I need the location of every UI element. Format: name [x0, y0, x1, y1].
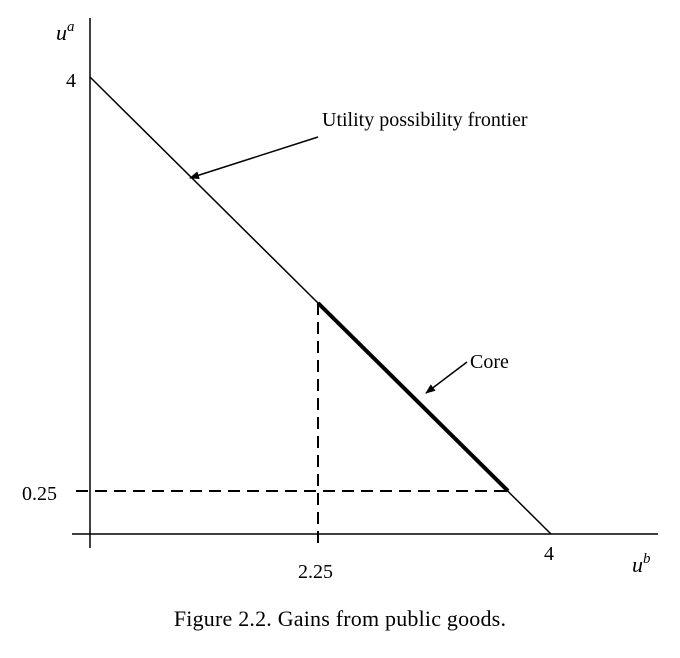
core-arrow [425, 361, 468, 394]
figure-caption: Figure 2.2. Gains from public goods. [173, 606, 507, 631]
x-axis-label: ub [632, 551, 651, 577]
frontier-annotation: Utility possibility frontier [322, 109, 528, 131]
y-tick-4: 4 [66, 70, 76, 92]
y-tick-0-25: 0.25 [22, 483, 57, 505]
y-axis-label: ua [56, 19, 75, 45]
x-tick-4: 4 [544, 543, 554, 565]
core-segment [316, 301, 510, 493]
x-tick-2-25: 2.25 [298, 561, 333, 583]
core-annotation: Core [470, 351, 509, 373]
frontier-arrow [189, 136, 319, 180]
